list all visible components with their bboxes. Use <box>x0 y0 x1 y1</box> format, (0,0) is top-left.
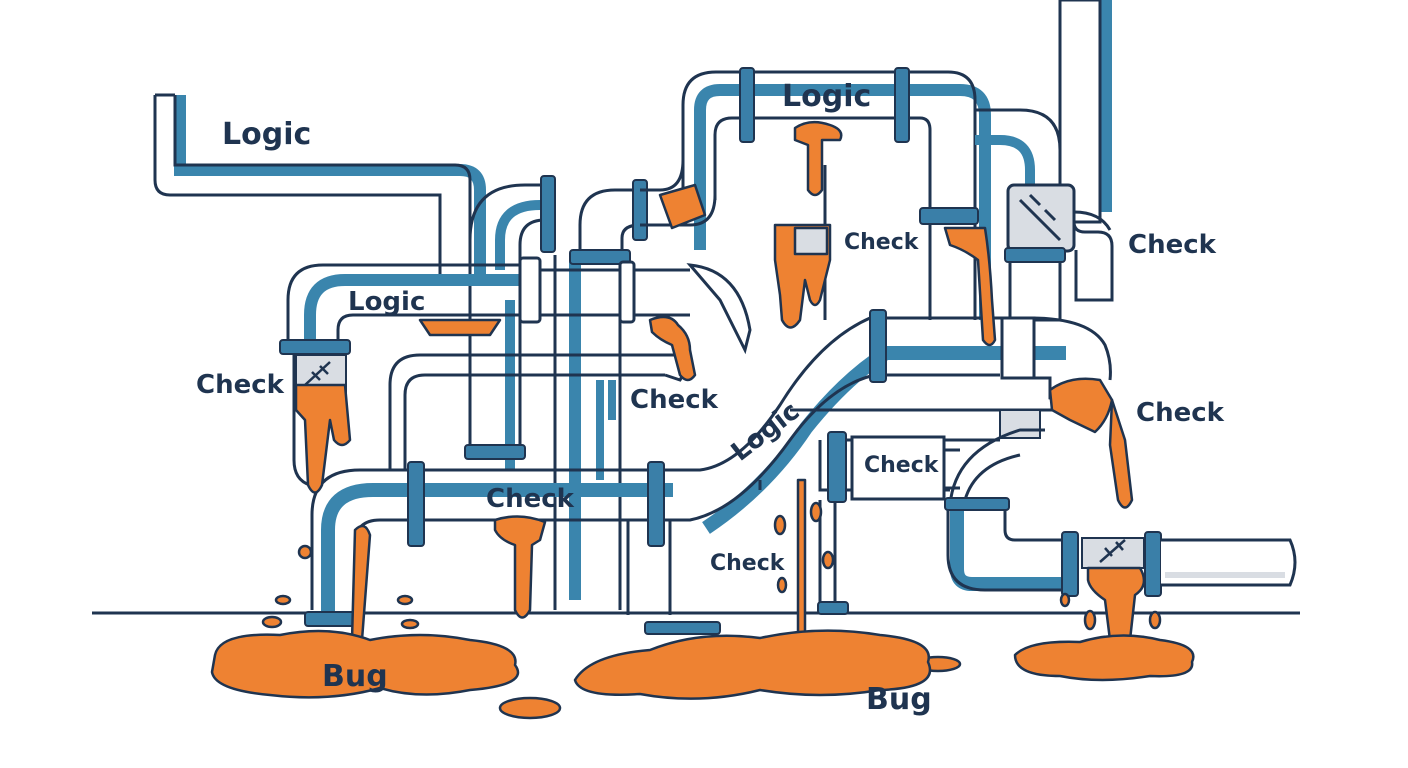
pipe-lower-check <box>304 461 721 635</box>
leak-drip <box>418 318 502 337</box>
label-check-lower-pipe: Check <box>486 484 575 514</box>
flange <box>869 309 887 383</box>
flange <box>739 67 755 143</box>
leak-drip <box>493 515 547 619</box>
leak-drop <box>776 576 788 594</box>
leak-drop <box>821 550 835 570</box>
leak-drop <box>809 501 823 523</box>
leak-drop <box>274 594 292 606</box>
flange <box>407 461 425 547</box>
pipe-lower-right <box>758 428 1297 615</box>
label-logic-top-left: Logic <box>222 117 311 152</box>
flange <box>644 621 721 635</box>
leak-drop <box>773 514 787 536</box>
flange <box>540 175 556 253</box>
puddle-right <box>1013 634 1195 682</box>
patch <box>793 226 829 256</box>
flange <box>1000 316 1036 380</box>
pipe-diagonal-logic <box>660 309 1112 534</box>
flange <box>464 444 526 460</box>
label-bug-center: Bug <box>866 682 932 717</box>
leak-drip <box>1048 377 1114 434</box>
flange <box>647 461 665 547</box>
leak-drop <box>261 615 283 629</box>
leak-drop <box>1083 609 1097 631</box>
label-check-left: Check <box>196 370 285 400</box>
leak-drop <box>297 544 313 560</box>
check-box <box>850 435 946 501</box>
leak-drip <box>658 183 707 230</box>
label-logic-top-center: Logic <box>782 79 871 114</box>
flange <box>817 601 849 615</box>
leak-drop <box>396 594 414 606</box>
leak-stream <box>796 478 807 642</box>
leak-drip <box>648 315 697 382</box>
label-check-center-top: Check <box>844 230 920 255</box>
pipe-center-verticals <box>464 255 622 610</box>
leak-drop <box>1059 592 1071 608</box>
leak-drip <box>793 120 843 197</box>
flange <box>569 249 631 265</box>
pipe-far-right-vertical <box>1058 0 1114 302</box>
flange <box>279 339 351 355</box>
pipe-top-left-bend <box>153 93 486 275</box>
label-check-right-mid: Check <box>1136 398 1225 428</box>
leak-drip <box>1108 398 1134 509</box>
flange <box>1144 531 1162 597</box>
puddle-left <box>210 629 520 699</box>
patch <box>1081 537 1145 569</box>
labels: Logic Logic Logic Logic Check Check Chec… <box>196 79 1225 717</box>
pipe-top-arch <box>681 67 991 320</box>
leak-drip <box>294 383 352 494</box>
flange <box>1004 247 1066 263</box>
puddle-center <box>573 629 932 700</box>
leak-drop <box>400 618 420 630</box>
flange <box>1061 531 1079 597</box>
flange <box>618 260 636 324</box>
flange <box>944 497 1010 511</box>
leak-stream <box>350 524 372 642</box>
pipe-mid-check <box>388 353 687 480</box>
leak-drip <box>943 226 997 347</box>
leaks <box>210 120 1195 720</box>
label-check-box: Check <box>864 453 940 478</box>
leak-drop <box>1148 610 1162 630</box>
valve-box <box>1006 183 1112 253</box>
label-check-mid: Check <box>630 385 719 415</box>
pipe-mid-left-logic <box>286 256 752 365</box>
flange <box>894 67 910 143</box>
pipe-right-upper <box>975 108 1062 322</box>
flange <box>518 256 542 324</box>
leak-drop <box>498 696 562 720</box>
label-bug-left: Bug <box>322 659 388 694</box>
pipe-upper-elbows <box>468 140 717 275</box>
flange <box>827 431 847 503</box>
label-logic-mid-left: Logic <box>348 287 425 317</box>
label-check-bottom: Check <box>710 551 786 576</box>
label-check-right-top: Check <box>1128 230 1217 260</box>
flange <box>919 207 979 225</box>
